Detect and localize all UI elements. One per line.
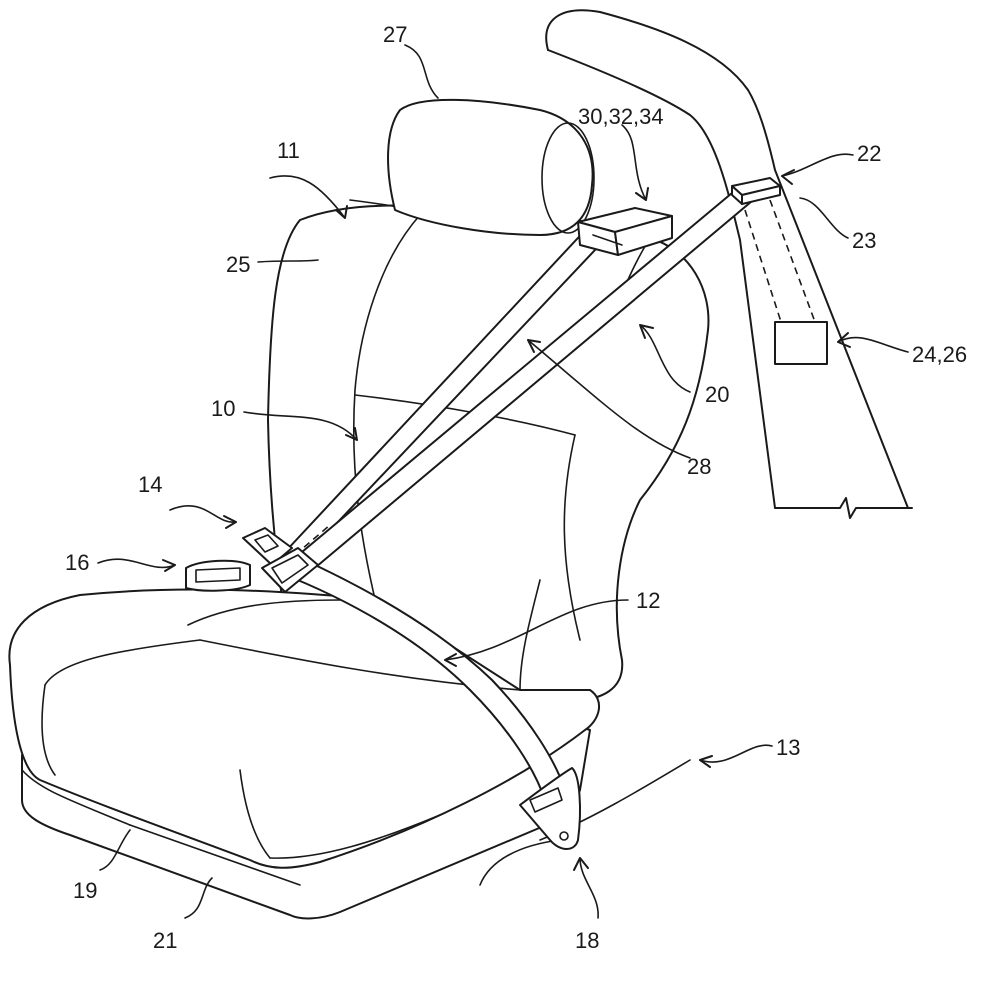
label-21: 21 (153, 928, 177, 953)
label-11: 11 (277, 138, 300, 163)
label-24-26: 24,26 (912, 342, 967, 367)
label-12: 12 (636, 588, 660, 613)
label-19: 19 (73, 878, 97, 903)
label-22: 22 (857, 141, 881, 166)
leader-arrows (97, 44, 909, 919)
label-14: 14 (138, 472, 162, 497)
label-13: 13 (776, 735, 800, 760)
label-27: 27 (383, 22, 407, 47)
label-18: 18 (575, 928, 599, 953)
upper-anchor-22 (731, 177, 781, 205)
label-30-32-34: 30,32,34 (578, 104, 664, 129)
label-20: 20 (705, 382, 729, 407)
label-28: 28 (687, 454, 711, 479)
label-10: 10 (211, 396, 235, 421)
label-16: 16 (65, 550, 89, 575)
reference-labels: 27 30,32,34 11 22 23 25 24,26 20 10 28 1… (65, 22, 967, 953)
label-23: 23 (852, 228, 876, 253)
headrest (387, 98, 595, 236)
lower-anchor-18 (519, 767, 581, 850)
retractor-assembly (744, 199, 828, 365)
buckle-16 (185, 559, 251, 592)
belt-sensor-box (577, 207, 673, 256)
label-25: 25 (226, 252, 250, 277)
latch-plate-14 (242, 527, 319, 593)
sensor-box-24-26 (774, 321, 828, 365)
